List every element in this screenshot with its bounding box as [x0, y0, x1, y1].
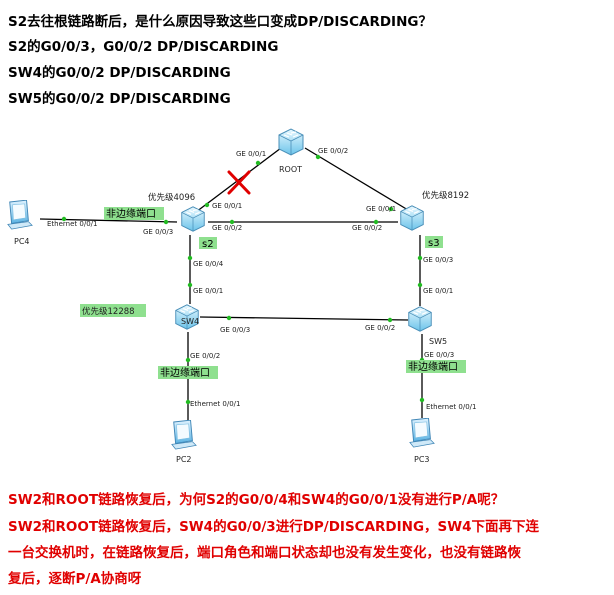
port-s3-to-root: GE 0/0/1	[366, 205, 396, 213]
port-s2-down: GE 0/0/4	[193, 260, 224, 268]
note-line-1: SW2和ROOT链路恢复后，为何S2的G0/0/4和SW4的G0/0/1没有进行…	[8, 492, 505, 508]
s3-tag: s3	[428, 238, 440, 249]
port-dot	[255, 160, 261, 166]
port-dot	[419, 397, 425, 403]
root-switch-icon[interactable]	[278, 128, 304, 156]
port-sw5-to-sw4: GE 0/0/2	[365, 324, 395, 332]
s2-priority: 优先级4096	[148, 192, 195, 203]
s3-switch-icon[interactable]	[400, 205, 424, 231]
port-pc2-eth: Ethernet 0/0/1	[190, 400, 240, 408]
s2-switch-icon[interactable]	[181, 206, 205, 232]
port-dot	[387, 317, 393, 323]
sw4-priority-bg	[80, 304, 146, 317]
port-root-left: GE 0/0/1	[236, 150, 266, 158]
port-dot	[187, 255, 193, 261]
port-sw4-down: GE 0/0/2	[190, 352, 220, 360]
port-dot	[163, 219, 169, 225]
port-dot	[204, 202, 210, 208]
port-dot	[417, 255, 423, 261]
port-dot	[417, 282, 423, 288]
port-dots	[61, 154, 425, 405]
port-sw4-to-sw5: GE 0/0/3	[220, 326, 250, 334]
port-s2-to-s3: GE 0/0/2	[212, 224, 242, 232]
port-s2-to-pc4: GE 0/0/3	[143, 228, 173, 236]
port-dot	[226, 315, 232, 321]
pc4-edge-bg	[104, 207, 164, 220]
question-line-3: SW4的G0/0/2 DP/DISCARDING	[8, 65, 231, 81]
link-sw4-sw5	[199, 316, 409, 321]
question-line-4: SW5的G0/0/2 DP/DISCARDING	[8, 91, 231, 107]
pc2-edge-bg	[158, 366, 218, 379]
note-line-3: 一台交换机时，在链路恢复后，端口角色和端口状态却也没有发生变化，也没有链路恢	[8, 545, 521, 561]
question-line-1: S2去往根链路断后，是什么原因导致这些口变成DP/DISCARDING？	[8, 14, 432, 30]
pc4-label: PC4	[14, 237, 30, 246]
port-dot	[61, 216, 67, 222]
port-dot	[315, 154, 321, 160]
question-line-2: S2的G0/0/3，G0/0/2 DP/DISCARDING	[8, 39, 279, 55]
port-dot	[388, 206, 394, 212]
pc4-edge-label: 非边缘端口	[106, 207, 156, 220]
port-dot	[187, 282, 193, 288]
sw5-label: SW5	[429, 337, 447, 346]
link-break-mark	[227, 170, 251, 195]
sw4-label: SW4	[181, 317, 199, 326]
link-root-s3	[304, 147, 409, 211]
port-dot	[229, 219, 235, 225]
port-pc4-eth: Ethernet 0/0/1	[47, 220, 97, 228]
port-s3-to-s2: GE 0/0/2	[352, 224, 382, 232]
sw5-switch-icon[interactable]	[408, 306, 432, 332]
pc2-label: PC2	[176, 455, 192, 464]
port-s2-to-root: GE 0/0/1	[212, 202, 242, 210]
port-sw5-up: GE 0/0/1	[423, 287, 453, 295]
note-line-2: SW2和ROOT链路恢复后，SW4的G0/0/3进行DP/DISCARDING，…	[8, 519, 540, 535]
pc2-edge-label: 非边缘端口	[160, 366, 210, 379]
pc2-icon[interactable]	[171, 420, 197, 450]
pc3-edge-bg	[406, 360, 466, 373]
port-s3-down: GE 0/0/3	[423, 256, 453, 264]
pc3-icon[interactable]	[409, 418, 435, 448]
port-root-right: GE 0/0/2	[318, 147, 348, 155]
s3-tag-bg	[425, 236, 443, 248]
port-sw4-up: GE 0/0/1	[193, 287, 223, 295]
port-dot	[373, 219, 379, 225]
s2-tag-bg	[199, 237, 217, 249]
port-dot	[185, 399, 191, 405]
pc3-edge-label: 非边缘端口	[408, 360, 458, 373]
port-pc3-eth: Ethernet 0/0/1	[426, 403, 476, 411]
s3-priority: 优先级8192	[422, 190, 469, 201]
pc4-icon[interactable]	[7, 200, 33, 230]
s2-tag: s2	[202, 239, 214, 250]
root-label: ROOT	[279, 165, 302, 174]
note-line-4: 复后，逐断P/A协商呀	[8, 571, 142, 587]
pc3-label: PC3	[414, 455, 430, 464]
sw4-priority: 优先级12288	[82, 306, 135, 317]
port-sw5-down: GE 0/0/3	[424, 351, 454, 359]
port-dot	[185, 357, 191, 363]
